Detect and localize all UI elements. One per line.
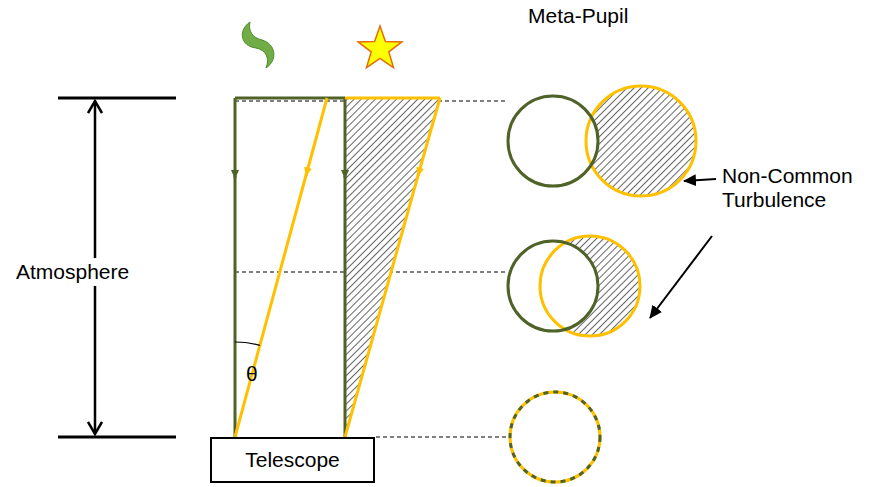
angle-label: θ [246,362,258,386]
telescope-box: Telescope [210,437,375,483]
axis-label: Atmosphere [14,258,131,286]
box-text: Telescope [245,448,340,472]
callout-label: Non-Common Turbulence [722,164,882,212]
panel-title: Meta-Pupil [528,4,628,28]
